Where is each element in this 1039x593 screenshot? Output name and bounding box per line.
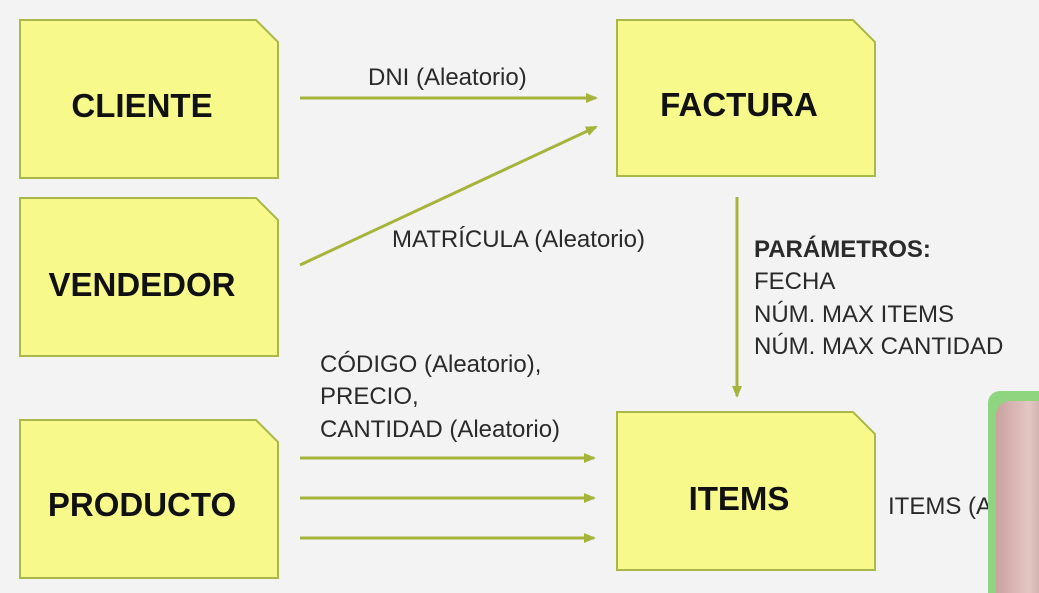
box-producto: PRODUCTO: [19, 419, 279, 579]
arrow-vendedor-to-factura: [299, 125, 598, 267]
box-factura-shape: [616, 19, 876, 177]
label-precio: PRECIO,: [320, 383, 419, 410]
label-codigo: CÓDIGO (Aleatorio),: [320, 351, 542, 378]
box-factura: FACTURA: [616, 19, 876, 177]
webcam-person-image: [996, 401, 1039, 593]
label-cantidad: CANTIDAD (Aleatorio): [320, 416, 561, 443]
box-factura-label: FACTURA: [660, 86, 818, 123]
parametro-max-items: NÚM. MAX ITEMS: [754, 301, 955, 328]
box-vendedor-shape: [19, 197, 279, 357]
parametro-fecha: FECHA: [754, 268, 836, 295]
webcam-inset: [988, 391, 1039, 593]
box-cliente: CLIENTE: [19, 19, 279, 179]
label-matricula: MATRÍCULA (Aleatorio): [392, 226, 645, 253]
box-vendedor-label: VENDEDOR: [48, 266, 235, 303]
parametro-max-cantidad: NÚM. MAX CANTIDAD: [754, 333, 1004, 360]
parametros-title: PARÁMETROS:: [754, 236, 931, 263]
label-dni: DNI (Aleatorio): [368, 64, 527, 91]
box-cliente-shape: [19, 19, 279, 179]
box-items-shape: [616, 411, 876, 571]
box-items: ITEMS: [616, 411, 876, 571]
box-vendedor: VENDEDOR: [19, 197, 279, 357]
box-cliente-label: CLIENTE: [71, 87, 212, 124]
box-items-label: ITEMS: [689, 480, 790, 517]
box-producto-shape: [19, 419, 279, 579]
box-producto-label: PRODUCTO: [48, 486, 236, 523]
